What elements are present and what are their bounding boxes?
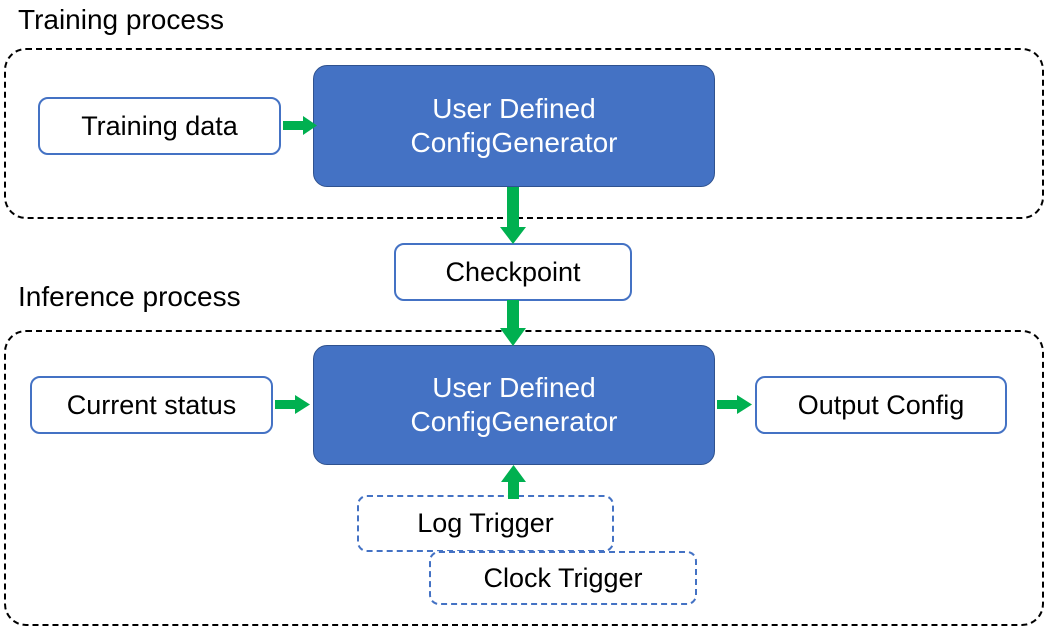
node-label-line-1: User Defined [432, 92, 596, 124]
node-label-line-2: ConfigGenerator [410, 406, 618, 437]
node-log-trigger[interactable]: Log Trigger [357, 495, 614, 552]
node-label-line-2: ConfigGenerator [410, 127, 618, 158]
node-checkpoint[interactable]: Checkpoint [394, 243, 632, 301]
training-process-title: Training process [18, 4, 224, 35]
node-label-stack: User Defined ConfigGenerator [410, 371, 617, 439]
inference-process-title: Inference process [18, 281, 241, 312]
node-clock-trigger[interactable]: Clock Trigger [429, 551, 697, 605]
node-label-line-1: User Defined [432, 371, 596, 403]
node-label-stack: User Defined ConfigGenerator [410, 92, 617, 160]
node-training-config-generator[interactable]: User Defined ConfigGenerator [313, 65, 715, 187]
node-training-data[interactable]: Training data [38, 97, 281, 155]
node-output-config[interactable]: Output Config [755, 376, 1007, 434]
node-current-status[interactable]: Current status [30, 376, 273, 434]
node-inference-config-generator[interactable]: User Defined ConfigGenerator [313, 345, 715, 465]
training-process-group [4, 48, 1044, 219]
